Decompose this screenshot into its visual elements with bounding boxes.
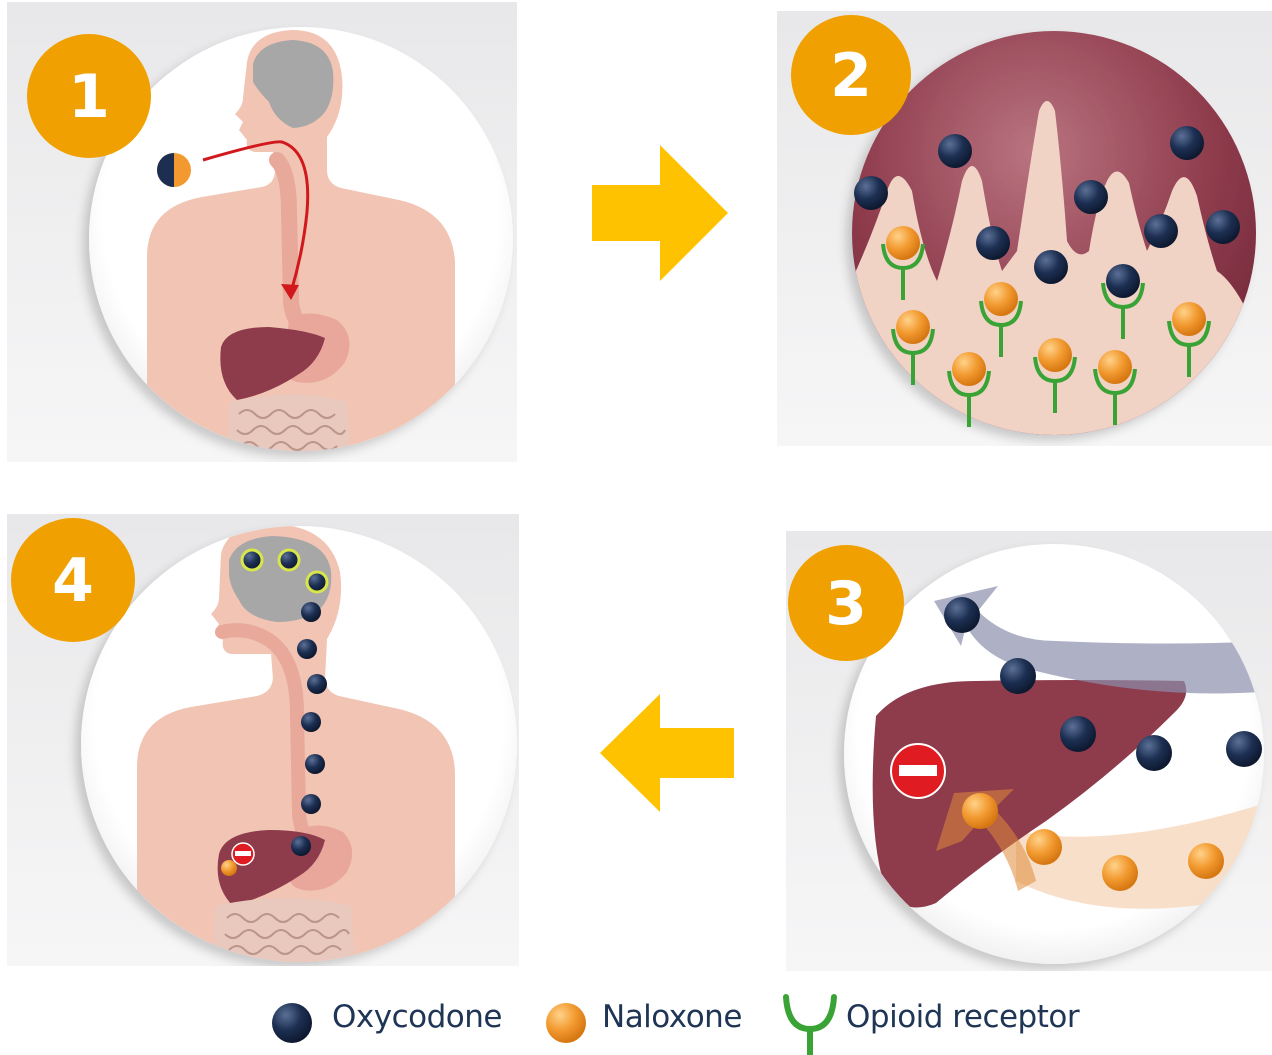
naloxone-molecule-icon <box>962 793 998 829</box>
oxycodone-molecule-icon <box>1206 210 1240 244</box>
legend-label-naloxone: Naloxone <box>602 999 742 1035</box>
naloxone-molecule-icon <box>952 352 986 386</box>
oxycodone-molecule-icon <box>270 1001 314 1045</box>
oxycodone-molecule-icon <box>854 176 888 210</box>
oxycodone-molecule-icon <box>1144 214 1178 248</box>
naloxone-molecule-icon <box>886 226 920 260</box>
step-3-number: 3 <box>825 569 867 639</box>
blocked-icon <box>891 744 945 798</box>
oxycodone-molecule-icon <box>976 226 1010 260</box>
oxycodone-molecule-icon <box>1034 250 1068 284</box>
step-4-number: 4 <box>52 546 94 616</box>
naloxone-molecule-icon <box>221 860 237 876</box>
step-3-panel: 3 <box>786 531 1272 971</box>
step-2-number: 2 <box>830 41 872 111</box>
tablet-icon <box>157 153 191 187</box>
oxycodone-molecule-icon <box>279 550 299 570</box>
step-4-panel: 4 <box>7 514 519 966</box>
naloxone-molecule-icon <box>1188 843 1224 879</box>
step-1-number: 1 <box>68 62 110 132</box>
naloxone-molecule-icon <box>1026 829 1062 865</box>
step-4-badge: 4 <box>11 518 135 642</box>
arrow-right <box>592 145 728 281</box>
oxycodone-molecule-icon <box>307 572 327 592</box>
oxycodone-molecule-icon <box>301 712 321 732</box>
naloxone-molecule-icon <box>1098 350 1132 384</box>
oxycodone-molecule-icon <box>1060 716 1096 752</box>
legend-item-opioid-receptor: Opioid receptor <box>780 985 1080 1055</box>
oxycodone-molecule-icon <box>1074 180 1108 214</box>
oxycodone-molecule-icon <box>242 550 262 570</box>
step-1-panel: 1 <box>7 2 517 462</box>
step-3-badge: 3 <box>788 545 904 661</box>
naloxone-molecule-icon <box>984 282 1018 316</box>
legend: Oxycodone Naloxone Opioid receptor <box>0 985 1272 1055</box>
legend-item-oxycodone: Oxycodone <box>270 985 510 1055</box>
arrow-left <box>600 694 734 812</box>
naloxone-molecule-icon <box>1102 855 1138 891</box>
legend-label-opioid-receptor: Opioid receptor <box>846 999 1079 1035</box>
step-2-panel: 2 <box>777 11 1272 446</box>
oxycodone-molecule-icon <box>307 674 327 694</box>
oxycodone-molecule-icon <box>297 639 317 659</box>
naloxone-molecule-icon <box>544 1001 588 1045</box>
oxycodone-molecule-icon <box>1226 731 1262 767</box>
oxycodone-molecule-icon <box>301 602 321 622</box>
oxycodone-molecule-icon <box>301 794 321 814</box>
oxycodone-molecule-icon <box>305 754 325 774</box>
naloxone-molecule-icon <box>1038 338 1072 372</box>
naloxone-molecule-icon <box>896 310 930 344</box>
legend-item-naloxone: Naloxone <box>544 985 754 1055</box>
opioid-receptor-icon <box>780 985 840 1055</box>
oxycodone-molecule-icon <box>291 836 311 856</box>
step-2-badge: 2 <box>791 15 911 135</box>
oxycodone-molecule-icon <box>1170 126 1204 160</box>
oxycodone-molecule-icon <box>1000 658 1036 694</box>
oxycodone-molecule-icon <box>938 134 972 168</box>
blocked-icon <box>232 843 254 865</box>
oxycodone-molecule-icon <box>1106 264 1140 298</box>
legend-label-oxycodone: Oxycodone <box>332 999 502 1035</box>
naloxone-molecule-icon <box>1172 302 1206 336</box>
oxycodone-molecule-icon <box>1136 735 1172 771</box>
step-1-badge: 1 <box>27 34 151 158</box>
oxycodone-molecule-icon <box>944 597 980 633</box>
intestines <box>227 395 352 463</box>
